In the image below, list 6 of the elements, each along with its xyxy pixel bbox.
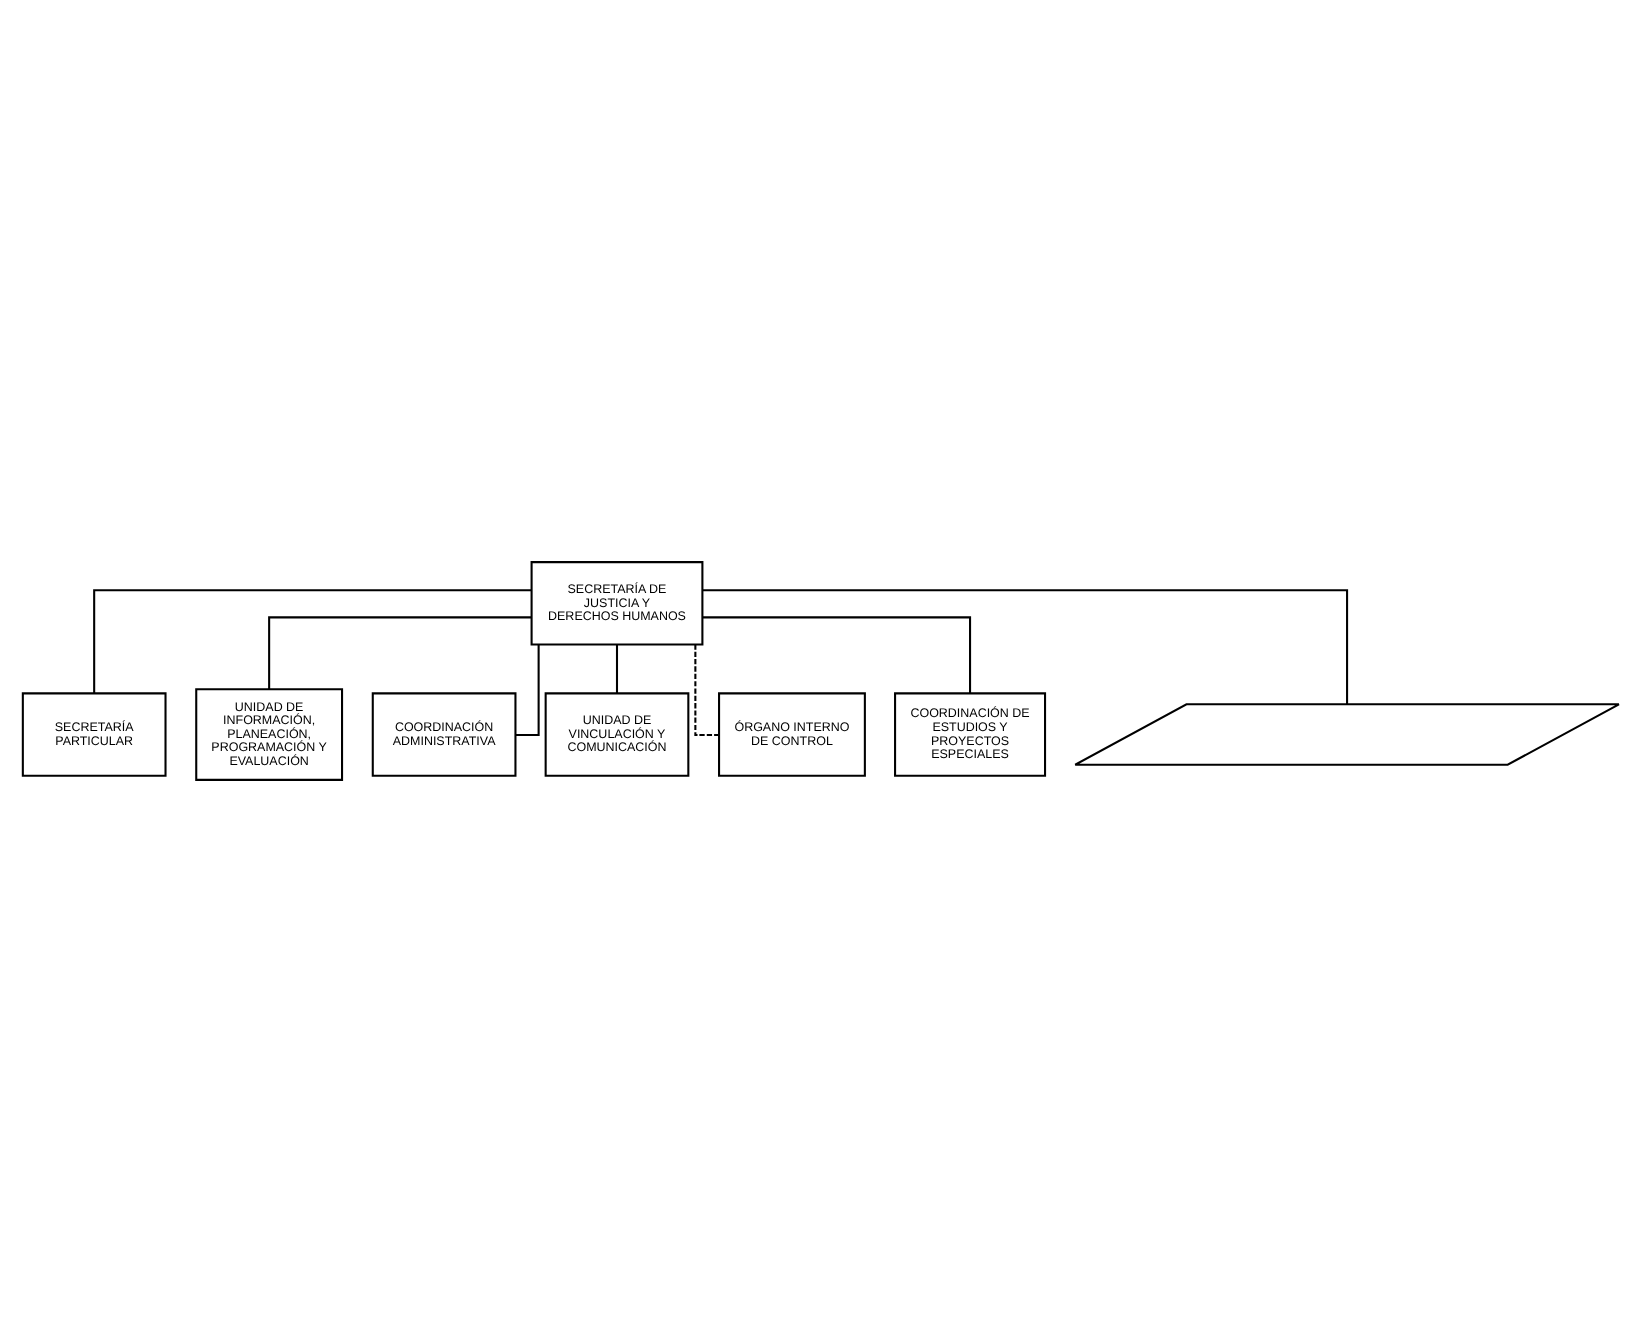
connector [614, 643, 618, 693]
connector [701, 615, 971, 693]
node-parallelogram [1073, 702, 1619, 765]
connector [267, 615, 531, 688]
connector [701, 588, 1348, 704]
connector [92, 588, 531, 693]
